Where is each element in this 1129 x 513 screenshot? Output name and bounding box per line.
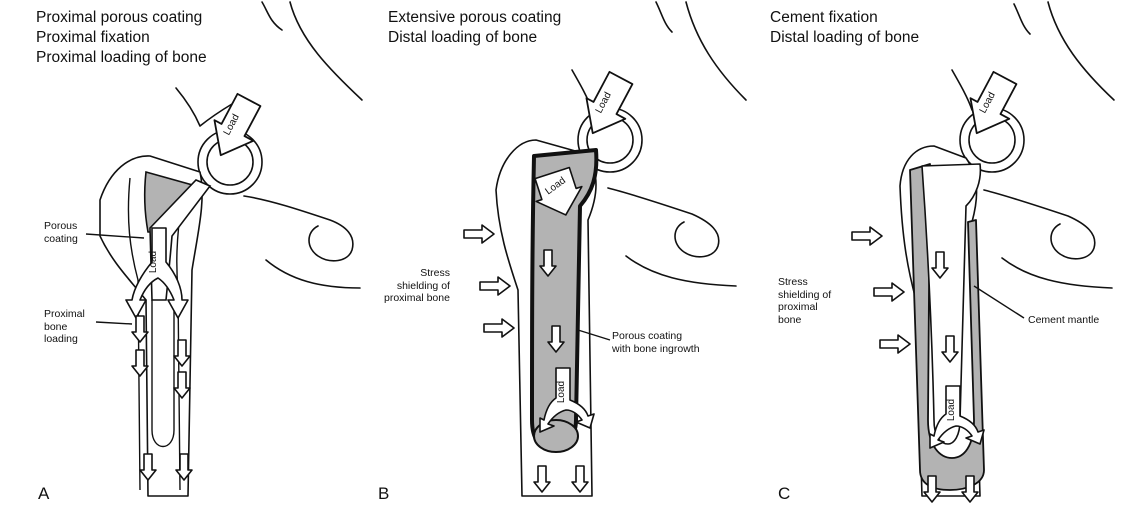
shielding-arrow xyxy=(464,225,494,243)
panel-letter: A xyxy=(38,484,49,504)
porous-ingrowth-label: Porous coating with bone ingrowth xyxy=(612,330,700,355)
heading-line: Proximal porous coating xyxy=(36,8,207,28)
stress-shielding-label: Stress shielding of proximal bone xyxy=(384,267,450,305)
split-load-text: Load xyxy=(148,251,159,273)
bone-loading-label: Proximal bone loading xyxy=(44,308,85,346)
bone-load-arrow xyxy=(132,350,148,376)
panel-b-heading: Extensive porous coating Distal loading … xyxy=(388,8,561,48)
shielding-arrow xyxy=(480,277,510,295)
stress-shielding-label: Stress shielding of proximal bone xyxy=(778,276,831,326)
cement-fixation-diagram: Load Load xyxy=(752,0,1128,513)
panel-b: Load Load Load Extensive porous coating … xyxy=(376,0,752,513)
shielding-arrow xyxy=(874,283,904,301)
heading-line: Extensive porous coating xyxy=(388,8,561,28)
shielding-arrow xyxy=(880,335,910,353)
panel-a: Load Load Proximal porous coating Proxim… xyxy=(0,0,376,513)
heading-line: Proximal loading of bone xyxy=(36,48,207,68)
label-leader xyxy=(974,286,1024,318)
proximal-fixation-diagram: Load Load xyxy=(0,0,376,513)
panel-c-heading: Cement fixation Distal loading of bone xyxy=(770,8,919,48)
heading-line: Distal loading of bone xyxy=(770,28,919,48)
panel-letter: B xyxy=(378,484,389,504)
shielding-arrow xyxy=(484,319,514,337)
heading-line: Cement fixation xyxy=(770,8,919,28)
distal-load-text: Load xyxy=(556,381,567,403)
panel-a-heading: Proximal porous coating Proximal fixatio… xyxy=(36,8,207,68)
extensive-coating-diagram: Load Load Load xyxy=(376,0,752,513)
heading-line: Proximal fixation xyxy=(36,28,207,48)
porous-coating-label: Porous coating xyxy=(44,220,78,245)
heading-line: Distal loading of bone xyxy=(388,28,561,48)
panel-c: Load Load Cement fixation Distal loading… xyxy=(752,0,1128,513)
shielding-arrow xyxy=(852,227,882,245)
panel-letter: C xyxy=(778,484,790,504)
distal-load-text: Load xyxy=(946,399,957,421)
cement-mantle-label: Cement mantle xyxy=(1028,314,1099,327)
